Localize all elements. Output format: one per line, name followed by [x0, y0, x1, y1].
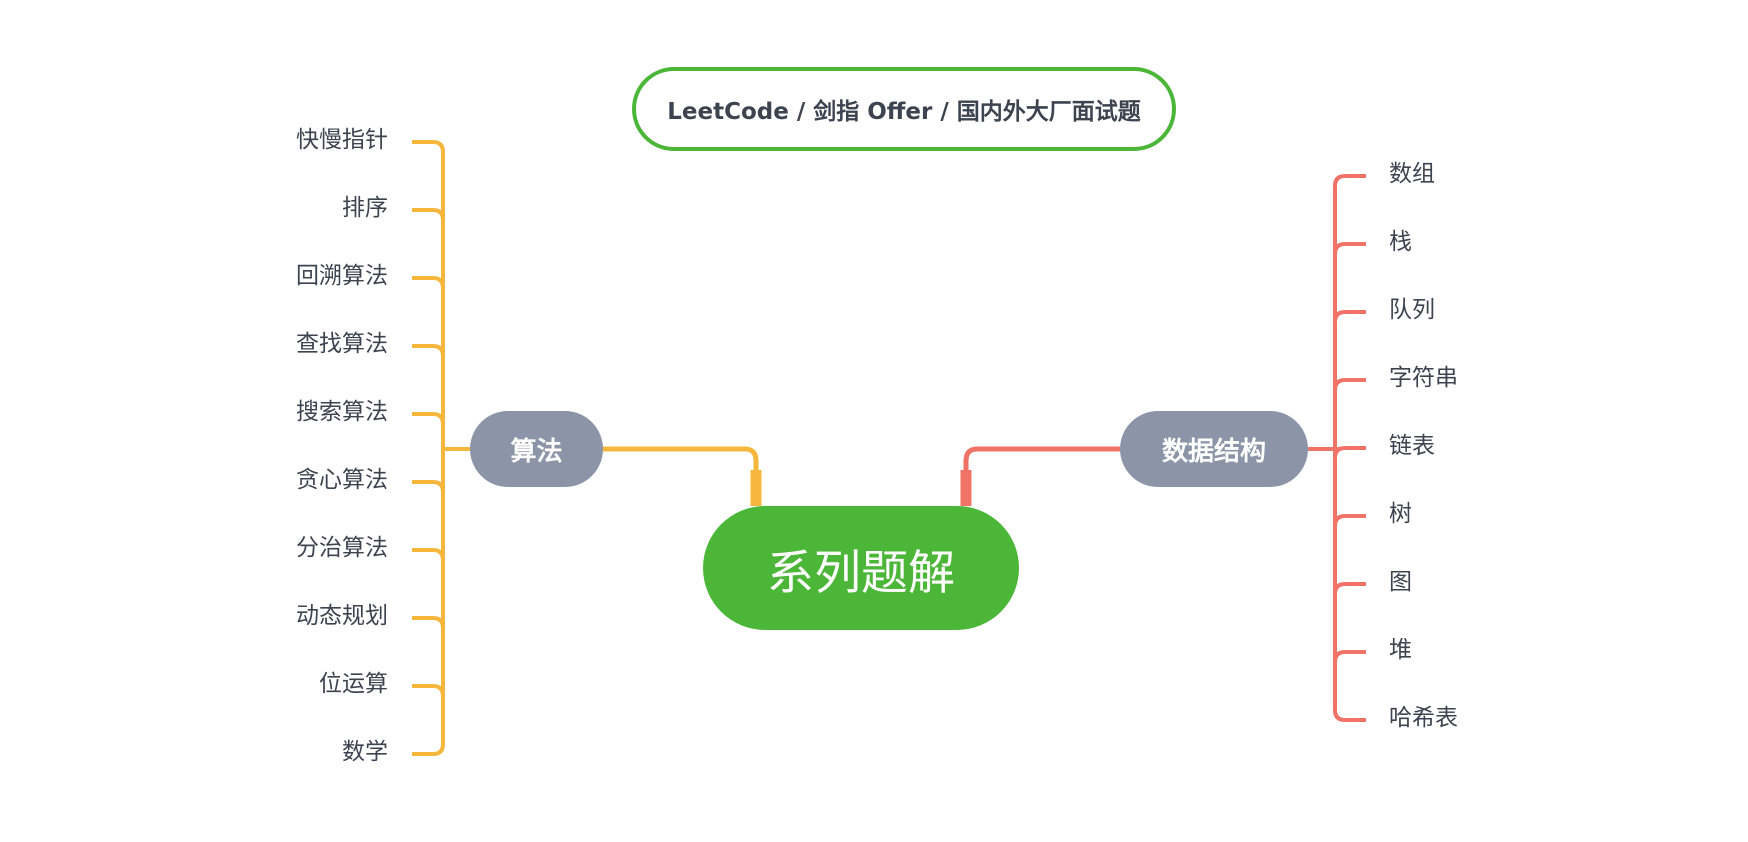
- algorithm-leaf-connector: [412, 276, 445, 289]
- data-structure-leaf: 数组: [1389, 161, 1435, 187]
- data-structure-leaf-connector: [1333, 378, 1366, 391]
- algo-children-bracket: [412, 140, 445, 756]
- header-title-node: LeetCode / 剑指 Offer / 国内外大厂面试题: [632, 67, 1176, 151]
- algorithm-leaf-connector: [412, 616, 445, 629]
- data-structure-leaf-connector: [1333, 514, 1366, 527]
- data-structure-leaf: 队列: [1389, 297, 1435, 323]
- algorithm-leaf: 快慢指针: [296, 127, 388, 153]
- central-topic-node: 系列题解: [703, 506, 1019, 630]
- algorithm-leaf: 分治算法: [296, 535, 388, 561]
- algorithm-leaf-connector: [412, 208, 445, 221]
- data-structure-leaf-connector: [1333, 446, 1366, 459]
- connector-center-ds: [963, 446, 1120, 506]
- data-structure-leaf-connector: [1333, 310, 1366, 323]
- data-structure-leaf: 栈: [1389, 229, 1412, 255]
- algorithm-leaf: 搜索算法: [296, 399, 388, 425]
- algorithm-leaf: 数学: [342, 739, 388, 765]
- algorithm-leaf-connector: [412, 548, 445, 561]
- data-structure-leaf: 链表: [1389, 433, 1435, 459]
- algorithm-leaf: 回溯算法: [296, 263, 388, 289]
- algorithm-leaf: 贪心算法: [296, 467, 388, 493]
- algorithm-branch-node: 算法: [470, 411, 603, 487]
- data-structure-leaf: 堆: [1389, 637, 1412, 663]
- algorithm-leaf-connector: [412, 480, 445, 493]
- data-structure-leaf: 树: [1389, 501, 1412, 527]
- data-structure-leaf: 字符串: [1389, 365, 1458, 391]
- data-structure-leaf: 图: [1389, 569, 1412, 595]
- algorithm-bracket-spine: [432, 140, 445, 756]
- data-structure-leaf-connector: [1333, 242, 1366, 255]
- data-structure-leaf-connector: [1333, 582, 1366, 595]
- data-structure-leaf: 哈希表: [1389, 705, 1458, 731]
- ds-children-bracket: [1333, 174, 1366, 722]
- algorithm-leaf: 排序: [342, 195, 388, 221]
- algorithm-leaf-connector: [412, 344, 445, 357]
- algorithm-leaf-connector: [412, 412, 445, 425]
- algorithm-leaf: 动态规划: [296, 603, 388, 629]
- connector-center-algo: [603, 446, 759, 506]
- data-structure-branch-node: 数据结构: [1120, 411, 1308, 487]
- algorithm-leaf: 位运算: [319, 671, 388, 697]
- data-structure-leaf-connector: [1333, 650, 1366, 663]
- algorithm-leaf: 查找算法: [296, 331, 388, 357]
- algorithm-leaf-connector: [412, 684, 445, 697]
- data-structure-bracket-spine: [1333, 174, 1346, 722]
